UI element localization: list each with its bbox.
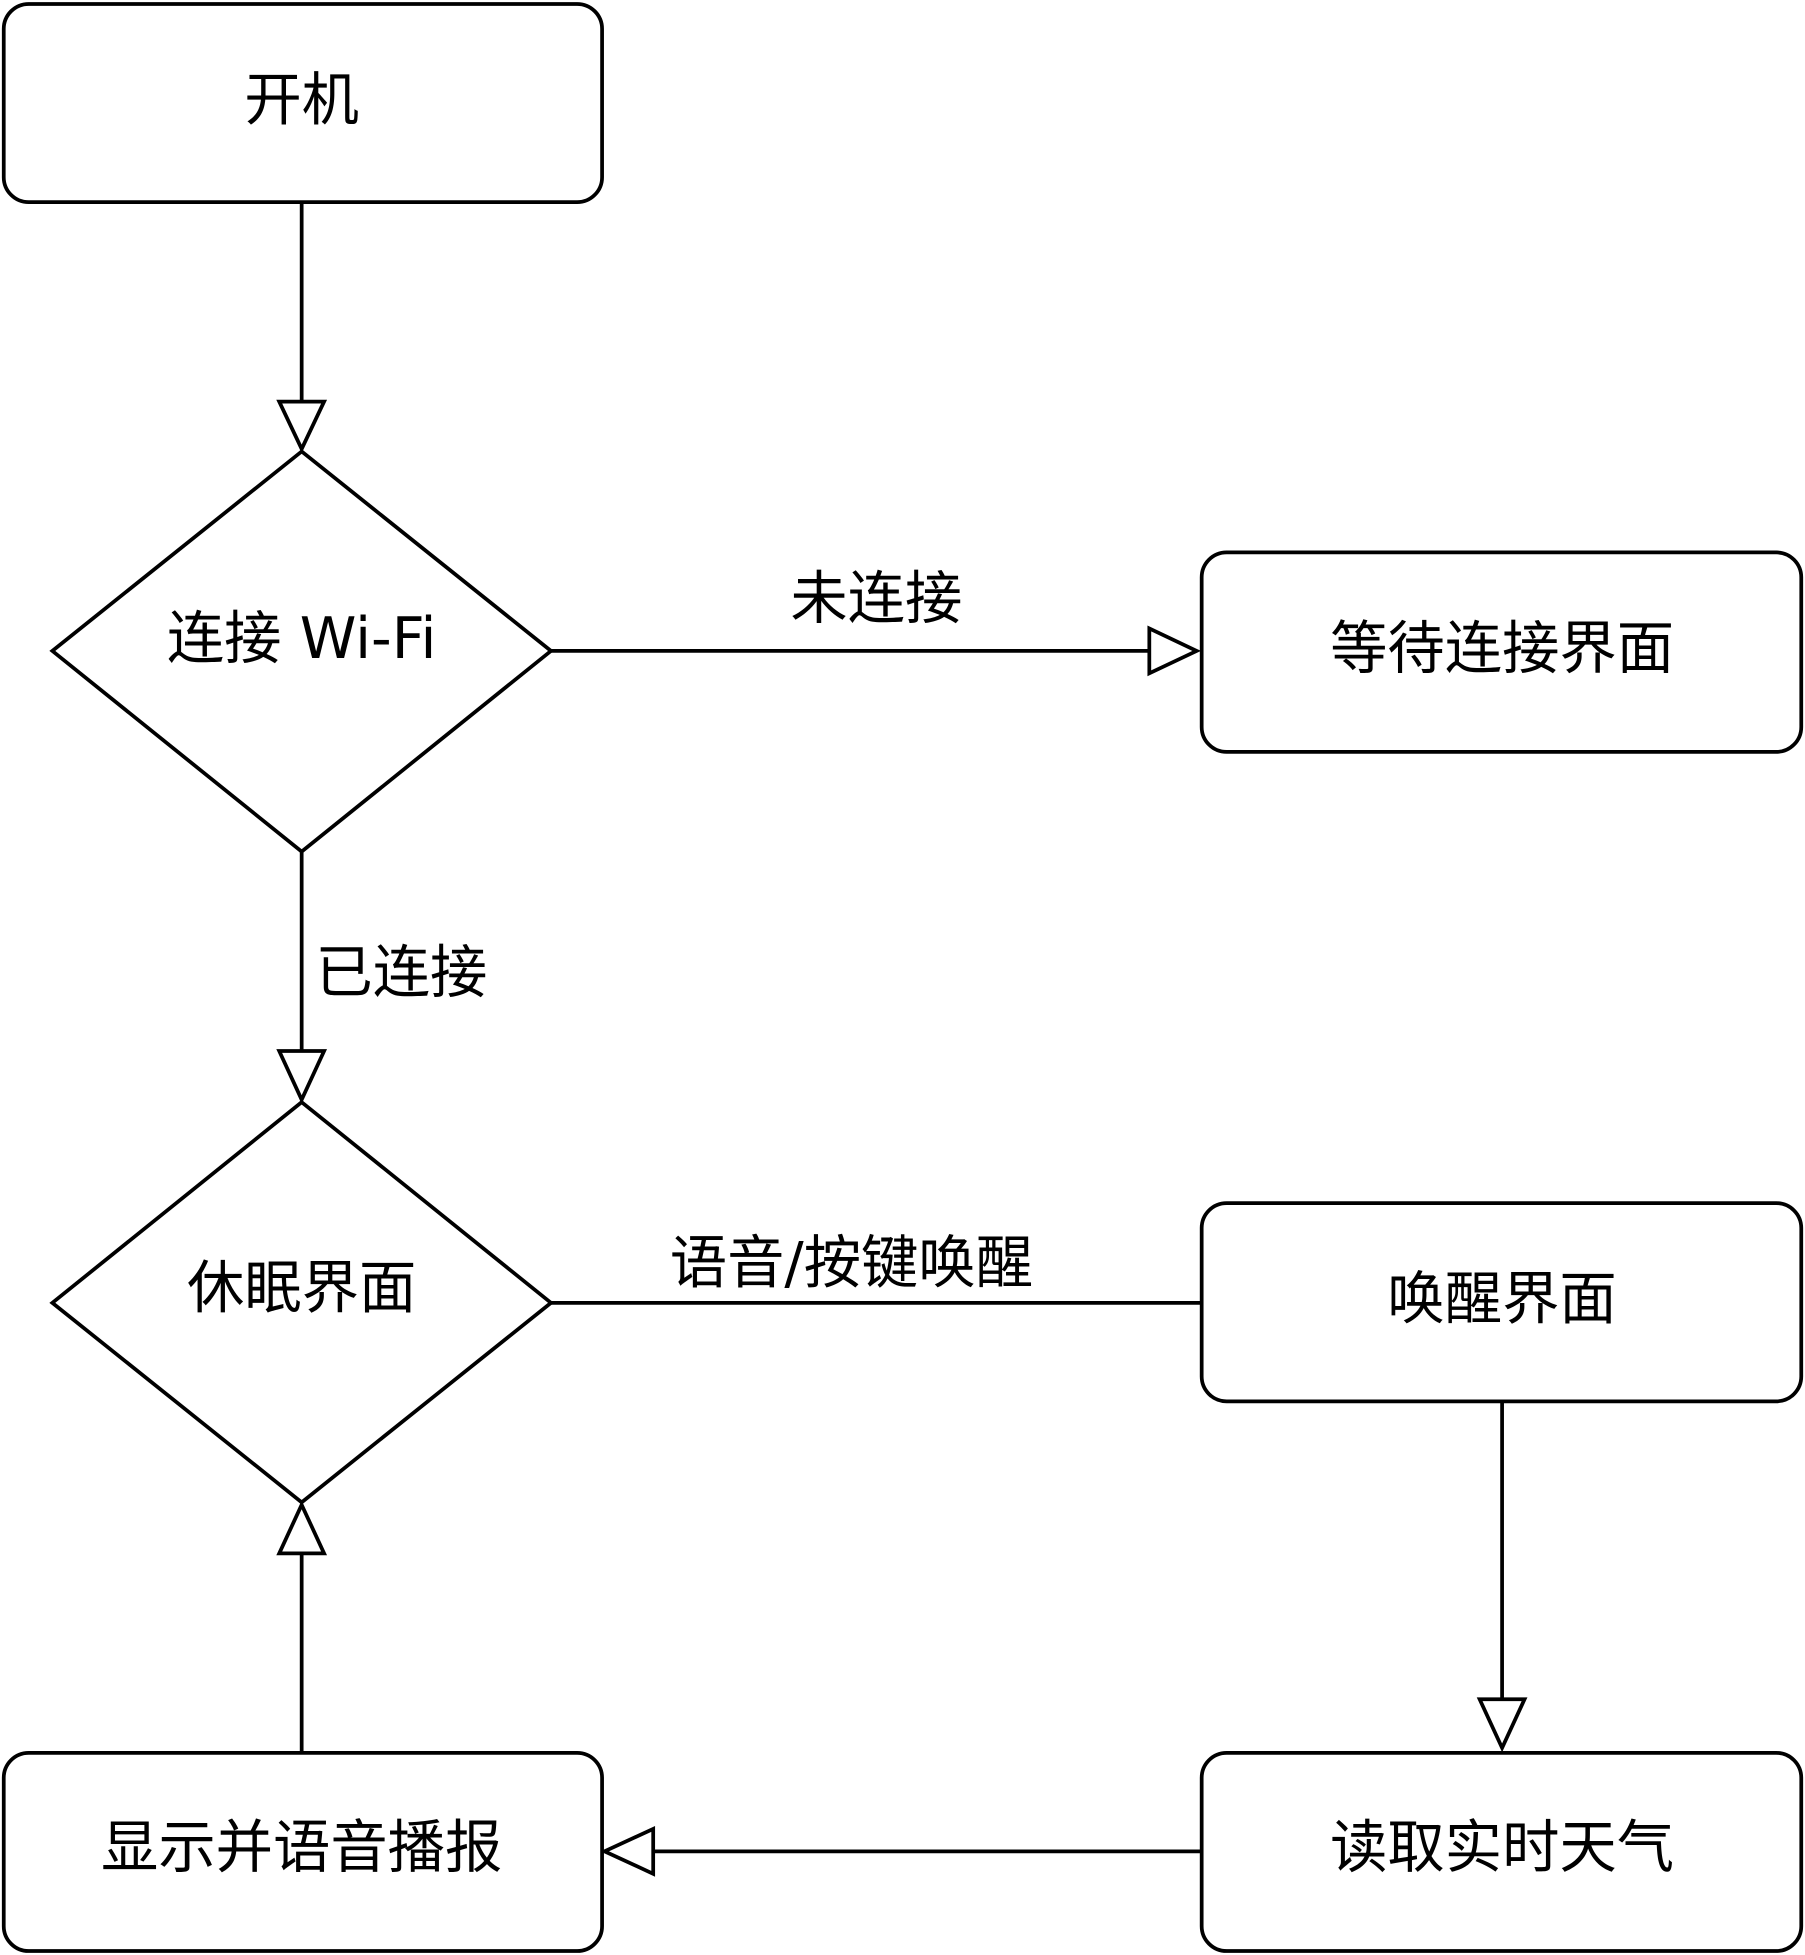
- arrow-down-icon: [1476, 1697, 1528, 1753]
- node-wait-connect-ui: 等待连接界面: [1199, 550, 1804, 754]
- node-box: [1199, 550, 1804, 754]
- edge-power-on-to-connect-wifi: [276, 202, 328, 454]
- edge-label-wake-trigger: 语音/按键唤醒: [670, 1229, 1033, 1296]
- edge-not-connected: 未连接: [550, 565, 1202, 677]
- arrow-left-icon: [600, 1825, 656, 1877]
- node-label-display-broadcast: 显示并语音播报: [101, 1814, 502, 1881]
- edge-wake-to-read-weather: [1476, 1401, 1528, 1753]
- node-label-power-on: 开机: [244, 66, 359, 133]
- decision-diamond: [49, 449, 554, 854]
- node-power-on: 开机: [1, 2, 604, 205]
- node-wake-ui: 唤醒界面: [1199, 1201, 1804, 1404]
- node-label-read-weather: 读取实时天气: [1330, 1814, 1674, 1881]
- arrow-up-icon: [276, 1500, 328, 1556]
- node-box: [1, 1750, 604, 1953]
- node-box: [1199, 1750, 1804, 1953]
- edge-display-to-sleep: [276, 1500, 328, 1753]
- node-label-sleep-ui: 休眠界面: [187, 1254, 416, 1321]
- node-label-connect-wifi: 连接 Wi-Fi: [167, 605, 437, 672]
- arrow-down-icon: [276, 1049, 328, 1105]
- node-label-wait-connect-ui: 等待连接界面: [1330, 615, 1674, 682]
- decision-diamond: [49, 1099, 554, 1505]
- edge-label-connected: 已连接: [315, 939, 487, 1006]
- node-read-weather: 读取实时天气: [1199, 1750, 1804, 1953]
- edge-connected: 已连接: [276, 851, 487, 1105]
- edge-label-not-connected: 未连接: [790, 565, 962, 632]
- arrow-down-icon: [276, 399, 328, 454]
- node-connect-wifi: 连接 Wi-Fi: [49, 449, 554, 854]
- node-box: [1199, 1201, 1804, 1404]
- node-display-broadcast: 显示并语音播报: [1, 1750, 604, 1953]
- node-box: [1, 2, 604, 205]
- edge-wake-trigger: 语音/按键唤醒: [550, 1229, 1201, 1305]
- node-label-wake-ui: 唤醒界面: [1387, 1266, 1616, 1333]
- edge-read-weather-to-display: [600, 1825, 1202, 1877]
- arrow-right-icon: [1147, 625, 1202, 677]
- node-sleep-ui: 休眠界面: [49, 1099, 554, 1505]
